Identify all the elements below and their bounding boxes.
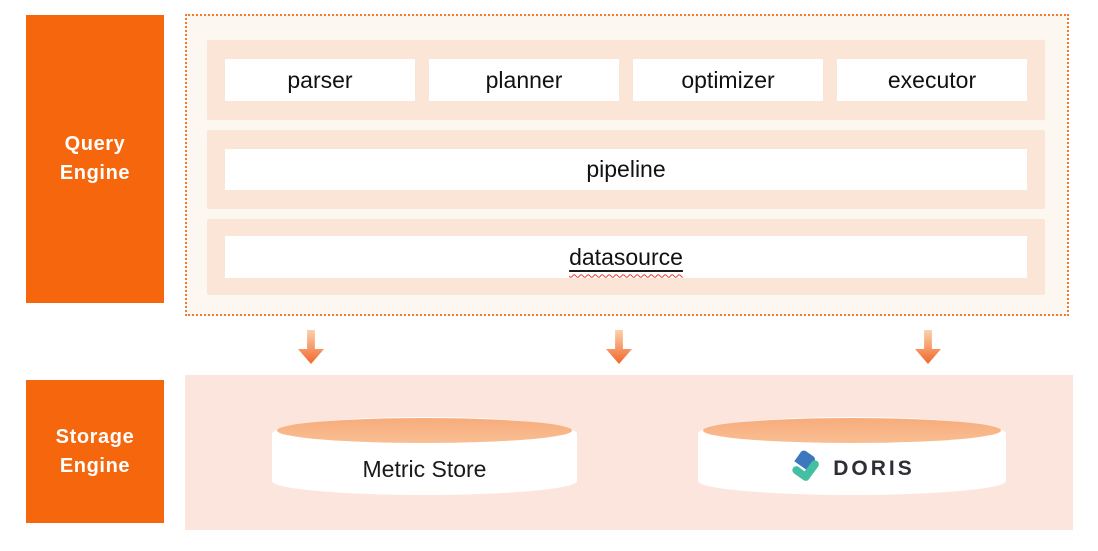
datasource-row: datasource (207, 219, 1045, 295)
metric-store-cylinder: Metric Store (272, 417, 577, 495)
parser-box: parser (225, 59, 415, 101)
cylinder-top-icon (703, 418, 1001, 443)
datasource-underline: datasource (569, 244, 683, 271)
executor-box: executor (837, 59, 1027, 101)
query-components-row: parser planner optimizer executor (207, 40, 1045, 120)
pipeline-box: pipeline (225, 149, 1027, 190)
down-arrow-icon (298, 330, 324, 364)
doris-cylinder: DORIS (698, 417, 1006, 495)
down-arrow-icon (915, 330, 941, 364)
storage-engine-label: Storage Engine (26, 380, 164, 523)
optimizer-box: optimizer (633, 59, 823, 101)
cylinder-top-icon (277, 418, 572, 443)
down-arrow-icon (606, 330, 632, 364)
planner-box: planner (429, 59, 619, 101)
metric-store-name: Metric Store (362, 455, 487, 482)
doris-name: DORIS (833, 457, 915, 480)
datasource-label: datasource (569, 243, 683, 270)
doris-logo-icon (792, 450, 820, 481)
pipeline-row: pipeline (207, 130, 1045, 209)
query-engine-label: Query Engine (26, 15, 164, 303)
query-engine-panel: parser planner optimizer executor pipeli… (185, 14, 1069, 316)
datasource-box: datasource (225, 236, 1027, 278)
